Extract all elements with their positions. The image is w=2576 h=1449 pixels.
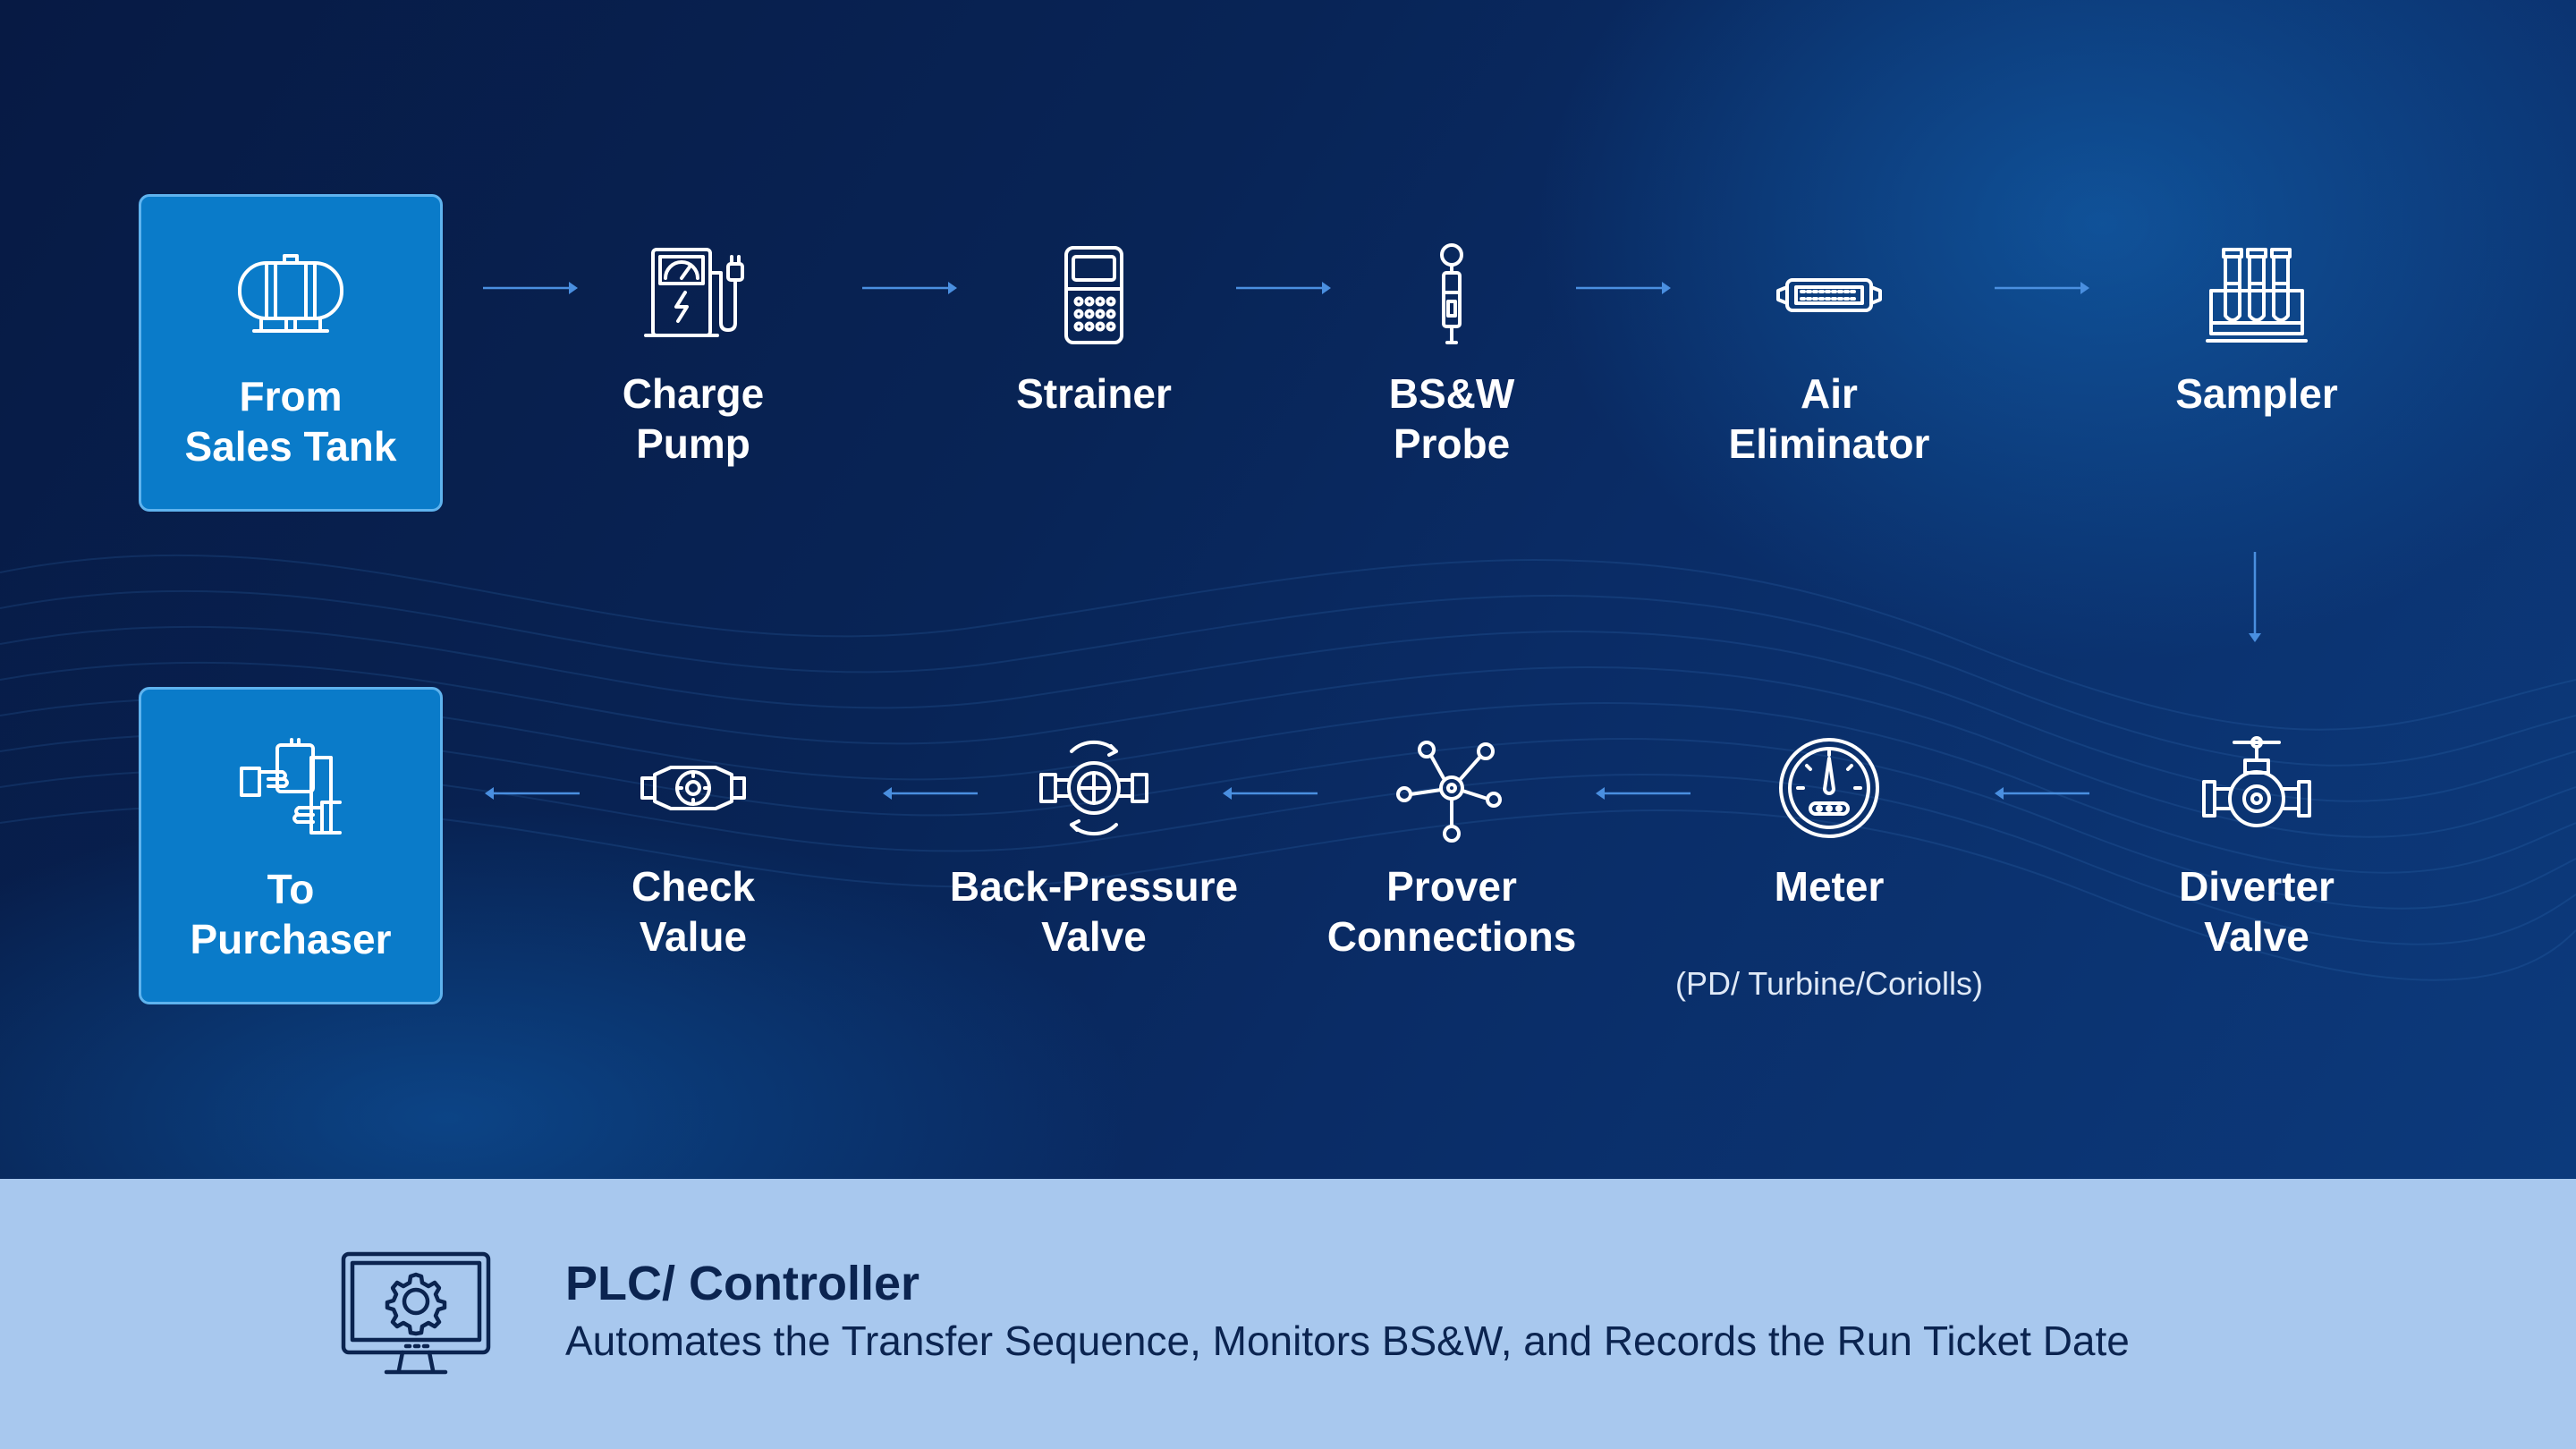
back-pressure-valve-icon xyxy=(1036,730,1152,846)
node-label: Back-Pressure Valve xyxy=(949,863,1239,960)
meter-gauge-icon xyxy=(1771,730,1887,846)
node-prover-connections: Prover Connections xyxy=(1300,687,1604,1004)
arrow-right-5 xyxy=(1995,282,2089,294)
node-charge-pump: Charge Pump xyxy=(541,194,845,512)
node-label: Sampler xyxy=(2175,370,2338,417)
node-label: Air Eliminator xyxy=(1728,370,1930,467)
arrow-right-4 xyxy=(1576,282,1671,294)
node-back-pressure-valve: Back-Pressure Valve xyxy=(942,687,1246,1004)
node-sampler: Sampler xyxy=(2105,194,2409,512)
node-label: Charge Pump xyxy=(622,370,765,467)
node-label: Diverter Valve xyxy=(2179,863,2334,960)
node-meter: Meter (PD/ Turbine/Coriolls) xyxy=(1675,687,1983,1004)
pump-icon xyxy=(635,237,751,353)
controller-footer: PLC/ Controller Automates the Transfer S… xyxy=(0,1179,2576,1449)
node-label: Meter xyxy=(1774,863,1885,910)
monitor-gear-icon xyxy=(340,1250,492,1380)
handshake-icon xyxy=(233,733,349,849)
process-flow-diagram: From Sales Tank Charge Pump xyxy=(0,0,2576,1179)
footer-title: PLC/ Controller xyxy=(565,1257,920,1310)
sampler-icon xyxy=(2199,237,2315,353)
node-label: Prover Connections xyxy=(1326,863,1577,960)
arrow-right-3 xyxy=(1236,282,1331,294)
air-eliminator-icon xyxy=(1771,237,1887,353)
strainer-icon xyxy=(1036,237,1152,353)
node-air-eliminator: Air Eliminator xyxy=(1677,194,1981,512)
arrow-right-1 xyxy=(483,282,578,294)
node-strainer: Strainer xyxy=(942,194,1246,512)
background-waves xyxy=(0,554,2576,981)
tank-icon xyxy=(233,240,349,356)
node-label: To Purchaser xyxy=(190,866,392,962)
arrow-right-2 xyxy=(862,282,957,294)
arrow-left-4 xyxy=(1596,787,1690,800)
network-icon xyxy=(1394,730,1510,846)
node-label: Check Value xyxy=(631,863,756,960)
footer-description: Automates the Transfer Sequence, Monitor… xyxy=(565,1318,2130,1364)
arrow-left-1 xyxy=(485,787,580,800)
probe-icon xyxy=(1394,237,1510,353)
arrow-left-3 xyxy=(1223,787,1318,800)
arrow-left-5 xyxy=(1995,787,2089,800)
arrow-left-2 xyxy=(883,787,978,800)
node-sublabel: (PD/ Turbine/Coriolls) xyxy=(1674,965,1984,1002)
node-label: Strainer xyxy=(1016,370,1172,417)
node-label: BS&W Probe xyxy=(1388,370,1515,467)
node-diverter-valve: Diverter Valve xyxy=(2105,687,2409,1004)
diverter-valve-icon xyxy=(2199,730,2315,846)
node-label: From Sales Tank xyxy=(184,373,397,470)
node-check-value: Check Value xyxy=(541,687,845,1004)
node-from-sales-tank: From Sales Tank xyxy=(139,194,443,512)
check-valve-icon xyxy=(635,730,751,846)
arrow-down xyxy=(2249,552,2261,642)
node-to-purchaser: To Purchaser xyxy=(139,687,443,1004)
node-bsw-probe: BS&W Probe xyxy=(1300,194,1604,512)
